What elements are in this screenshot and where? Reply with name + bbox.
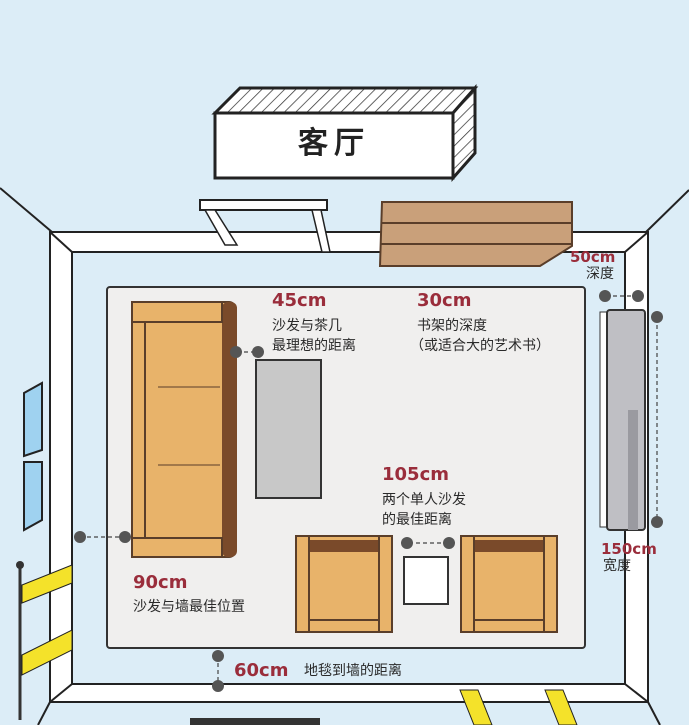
measure-rug-wall: 60cm <box>234 660 289 681</box>
room-title: 客厅 <box>298 126 370 161</box>
measure-tv-depth: 50cm <box>570 248 616 266</box>
measure-sofa-wall: 90cm <box>133 572 188 593</box>
label-sofa-table-2: 最理想的距离 <box>272 338 356 354</box>
caution-tape <box>16 561 578 725</box>
label-tv-width: 宽度 <box>603 558 631 574</box>
label-sofa-table-1: 沙发与茶几 <box>272 318 342 334</box>
windows <box>23 381 43 532</box>
tv-cabinet <box>599 309 646 531</box>
sofa <box>131 301 237 558</box>
side-table <box>403 556 449 605</box>
measure-bookshelf: 30cm <box>417 290 472 311</box>
label-sofa-wall: 沙发与墙最佳位置 <box>133 599 245 615</box>
measure-armchairs: 105cm <box>382 464 449 485</box>
coffee-table <box>255 359 322 499</box>
label-armchairs-2: 的最佳距离 <box>382 512 452 528</box>
label-rug-wall: 地毯到墙的距离 <box>304 663 402 679</box>
label-bookshelf-1: 书架的深度 <box>417 318 487 334</box>
label-tv-depth: 深度 <box>586 266 614 282</box>
armchair-left <box>295 535 393 633</box>
label-armchairs-1: 两个单人沙发 <box>382 492 466 508</box>
armchair-right <box>460 535 558 633</box>
title-sign <box>211 84 479 182</box>
arrow-icons <box>74 290 663 692</box>
label-bookshelf-2: （或适合大的艺术书） <box>410 338 550 354</box>
measure-tv-width: 150cm <box>601 540 657 558</box>
measure-sofa-table: 45cm <box>272 290 327 311</box>
bookshelf <box>378 201 573 267</box>
door <box>199 199 331 253</box>
